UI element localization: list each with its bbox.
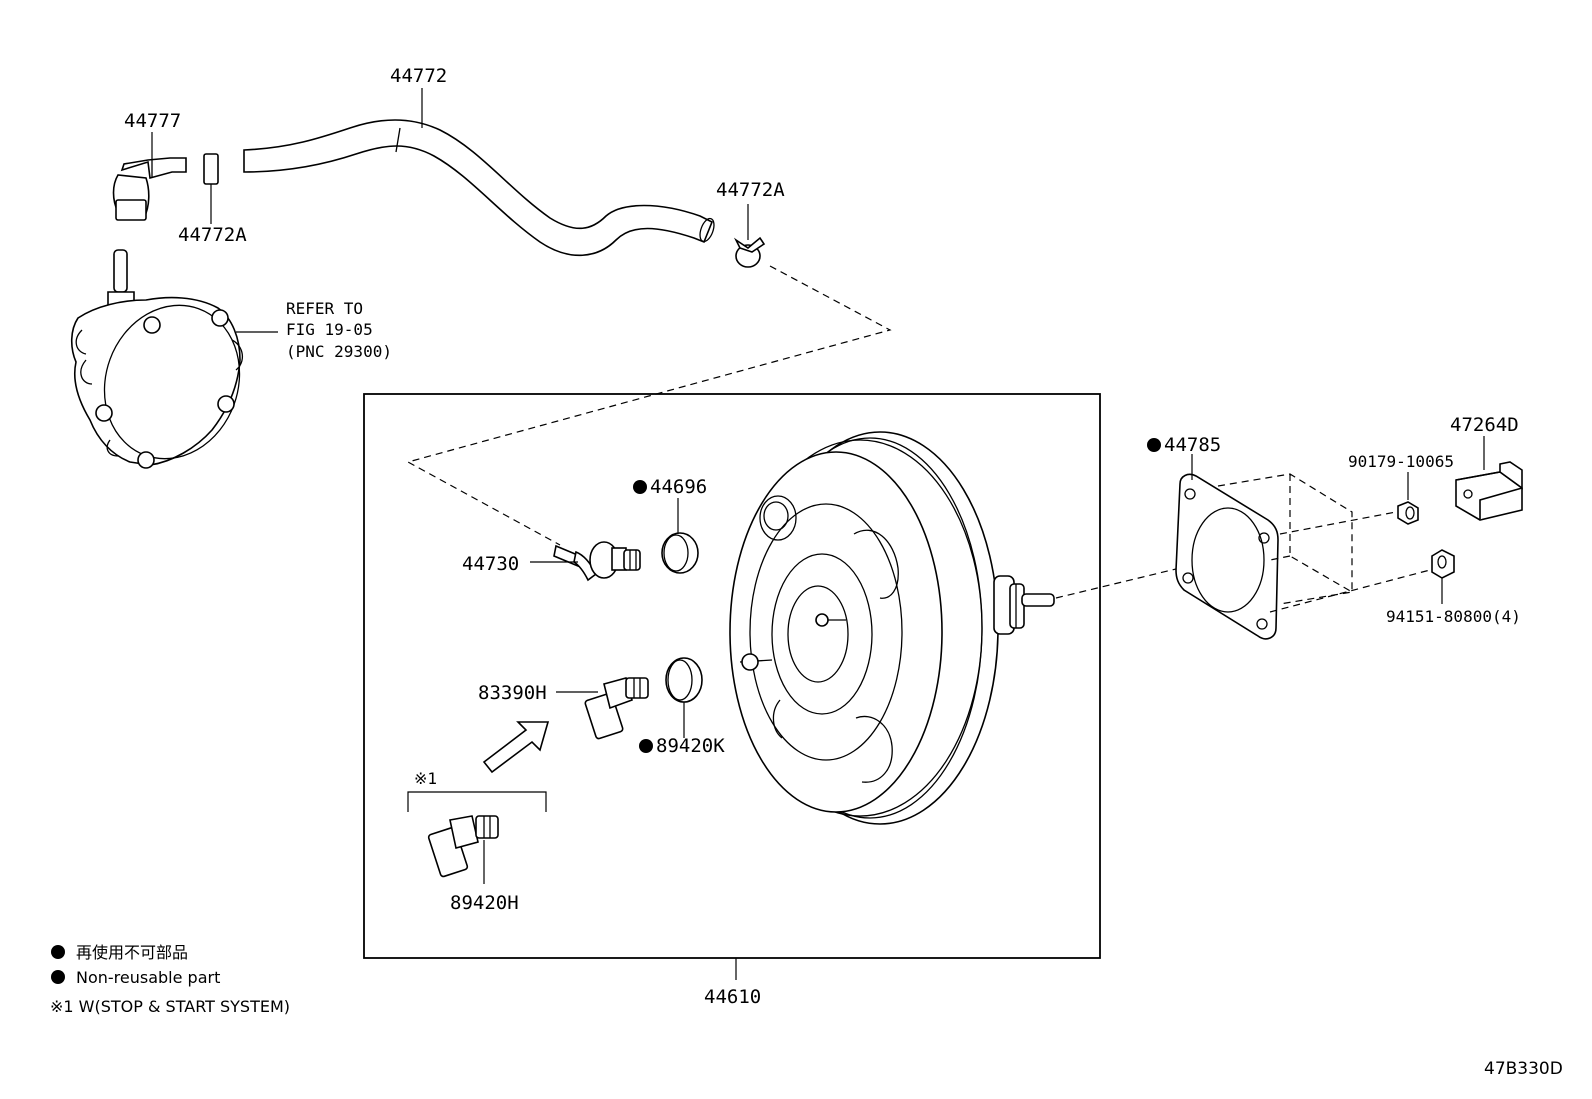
stud-dash-line-top: [1279, 511, 1397, 535]
legend-en: Non-reusable part: [76, 968, 220, 987]
label-44772a-right: 44772A: [716, 179, 785, 201]
legend-jp: 再使用不可部品: [76, 943, 188, 962]
refer-line-1: REFER TO: [286, 299, 363, 318]
grommet-44696: [661, 532, 699, 574]
label-44610: 44610: [704, 986, 761, 1008]
label-44772: 44772: [390, 65, 447, 87]
nonreusable-dot-44785: [1147, 438, 1161, 452]
label-44772a-left: 44772A: [178, 224, 247, 246]
label-89420h: 89420H: [450, 892, 519, 914]
sensor-89420h: [427, 815, 499, 878]
label-44785: 44785: [1164, 434, 1221, 456]
diagram-code: 47B330D: [1484, 1059, 1563, 1079]
connection-path: [406, 265, 892, 546]
refer-line-3: (PNC 29300): [286, 342, 392, 361]
vacuum-pump: [70, 249, 243, 469]
gasket-44785: [1175, 473, 1279, 640]
check-valve-44730: [553, 541, 641, 582]
grommet-89420k: [665, 657, 703, 703]
label-44696: 44696: [650, 476, 707, 498]
label-44730: 44730: [462, 553, 519, 575]
label-47264d: 47264D: [1450, 414, 1519, 436]
bracket-47264d: [1455, 461, 1523, 521]
connector-44777: [112, 157, 187, 221]
nut-94151: [1431, 549, 1455, 579]
note-mark: ※1: [414, 769, 437, 788]
legend-dot-en: [51, 970, 65, 984]
sensor-83390h: [584, 677, 649, 740]
stud-dash-line-bottom: [1269, 569, 1431, 613]
clip-44772a-left: [203, 153, 219, 185]
note-bracket: [407, 791, 547, 812]
rod-dash-line: [1055, 567, 1181, 599]
assembly-box-44610: [363, 393, 1101, 959]
label-83390h: 83390H: [478, 682, 547, 704]
legend-note: ※1 W(STOP & START SYSTEM): [50, 997, 290, 1016]
label-89420k: 89420K: [656, 735, 725, 757]
hose-44772: [243, 119, 715, 257]
label-44777: 44777: [124, 110, 181, 132]
nonreusable-dot-44696: [633, 480, 647, 494]
refer-line-2: FIG 19-05: [286, 320, 373, 339]
brake-booster: [729, 431, 1055, 825]
mount-dash-box: [1217, 473, 1353, 605]
label-94151: 94151-80800(4): [1386, 607, 1521, 626]
nonreusable-dot-89420k: [639, 739, 653, 753]
legend-dot-jp: [51, 945, 65, 959]
label-90179: 90179-10065: [1348, 452, 1454, 471]
nut-90179: [1397, 501, 1419, 525]
replacement-arrow: [482, 721, 550, 774]
clamp-44772a-right: [733, 236, 766, 268]
